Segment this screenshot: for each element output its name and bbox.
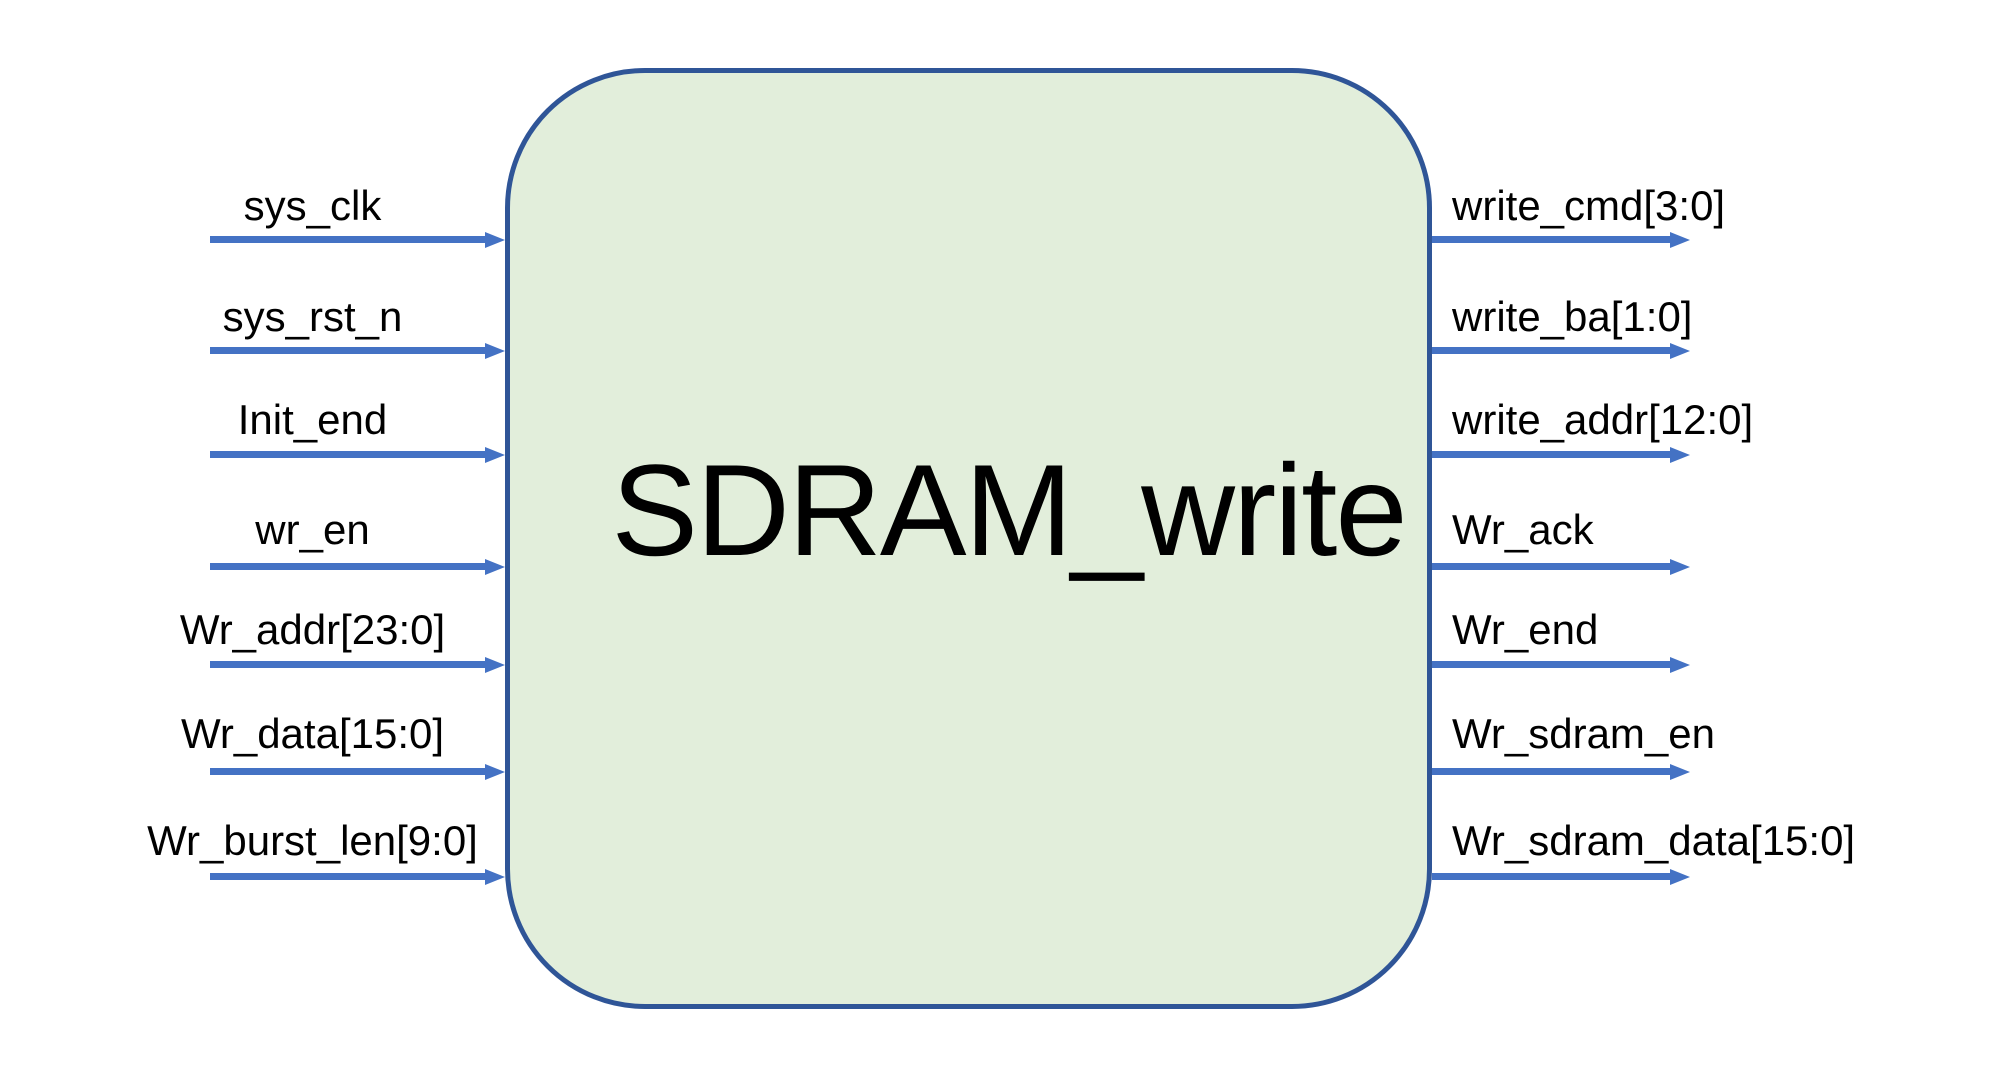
arrow-shaft (1432, 236, 1674, 243)
input-arrow-wr-addr-icon (210, 657, 505, 673)
output-arrow-write-cmd-icon (1432, 232, 1690, 248)
module-title: SDRAM_write (611, 437, 1407, 583)
input-arrow-init-end-icon (210, 447, 505, 463)
input-label-wr-data: Wr_data[15:0] (180, 710, 445, 757)
arrow-head-icon (1670, 559, 1690, 575)
arrow-head-icon (1670, 232, 1690, 248)
arrow-shaft (210, 451, 489, 458)
input-arrow-wr-en-icon (210, 559, 505, 575)
arrow-shaft (210, 347, 489, 354)
arrow-head-icon (485, 764, 505, 780)
arrow-shaft (1432, 661, 1674, 668)
arrow-shaft (210, 563, 489, 570)
arrow-head-icon (1670, 764, 1690, 780)
arrow-shaft (1432, 563, 1674, 570)
arrow-shaft (1432, 451, 1674, 458)
output-arrow-write-addr-icon (1432, 447, 1690, 463)
module-block: SDRAM_write (505, 68, 1432, 1009)
output-arrow-write-ba-icon (1432, 343, 1690, 359)
output-label-wr-sdram-en: Wr_sdram_en (1452, 710, 1715, 757)
output-label-wr-sdram-data: Wr_sdram_data[15:0] (1452, 817, 1856, 864)
input-arrow-wr-burst-len-icon (210, 869, 505, 885)
arrow-head-icon (485, 559, 505, 575)
arrow-head-icon (485, 447, 505, 463)
input-arrow-wr-data-icon (210, 764, 505, 780)
arrow-head-icon (485, 343, 505, 359)
arrow-head-icon (485, 657, 505, 673)
output-arrow-wr-end-icon (1432, 657, 1690, 673)
arrow-shaft (210, 661, 489, 668)
input-arrow-sys-rst-n-icon (210, 343, 505, 359)
output-label-wr-end: Wr_end (1452, 606, 1599, 653)
arrow-head-icon (485, 869, 505, 885)
arrow-head-icon (1670, 657, 1690, 673)
output-arrow-wr-ack-icon (1432, 559, 1690, 575)
arrow-shaft (210, 768, 489, 775)
arrow-shaft (1432, 768, 1674, 775)
output-label-write-addr: write_addr[12:0] (1452, 396, 1754, 443)
input-label-wr-en: wr_en (255, 506, 370, 553)
arrow-head-icon (1670, 343, 1690, 359)
input-label-sys-rst-n: sys_rst_n (222, 293, 403, 340)
arrow-shaft (210, 873, 489, 880)
input-label-sys-clk: sys_clk (243, 182, 382, 229)
arrow-shaft (1432, 347, 1674, 354)
input-arrow-sys-clk-icon (210, 232, 505, 248)
input-label-wr-burst-len: Wr_burst_len[9:0] (147, 817, 478, 864)
arrow-head-icon (485, 232, 505, 248)
output-arrow-wr-sdram-en-icon (1432, 764, 1690, 780)
output-arrow-wr-sdram-data-icon (1432, 869, 1690, 885)
arrow-shaft (210, 236, 489, 243)
output-label-write-ba: write_ba[1:0] (1452, 293, 1693, 340)
input-label-wr-addr: Wr_addr[23:0] (179, 606, 446, 653)
arrow-head-icon (1670, 869, 1690, 885)
output-label-wr-ack: Wr_ack (1452, 506, 1594, 553)
output-label-write-cmd: write_cmd[3:0] (1452, 182, 1726, 229)
arrow-head-icon (1670, 447, 1690, 463)
input-label-init-end: Init_end (237, 396, 388, 443)
arrow-shaft (1432, 873, 1674, 880)
